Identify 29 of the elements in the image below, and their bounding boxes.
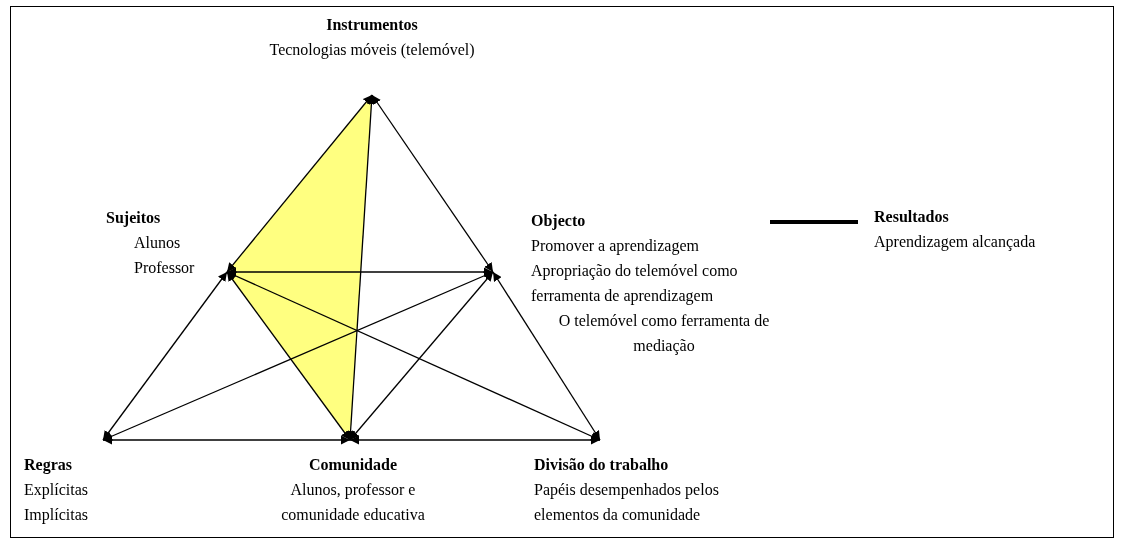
body-text: Alunos, professor e comunidade educativa: [280, 480, 426, 525]
double-arrow: [102, 271, 228, 441]
heading: Resultados: [874, 207, 950, 227]
double-arrow: [349, 271, 494, 441]
heading: Objecto: [531, 211, 587, 232]
connector-line: [770, 220, 858, 224]
double-arrow: [226, 271, 351, 441]
double-arrow: [102, 435, 351, 445]
heading: Comunidade: [308, 455, 398, 475]
body-text: Apropriação do telemóvel como ferramenta de aprendizagem: [531, 261, 739, 307]
body-text: Professor: [133, 258, 196, 278]
body-text: Implícitas: [24, 505, 89, 526]
double-arrow: [371, 94, 494, 273]
body-text: Papéis desempenhados pelos elementos da comunidade: [534, 480, 720, 525]
heading: Regras: [24, 455, 73, 476]
double-arrow: [349, 435, 601, 445]
heading: Instrumentos: [325, 15, 419, 35]
double-arrow: [346, 94, 376, 441]
body-text: Aprendizagem alcançada: [874, 232, 1037, 253]
heading: Sujeitos: [106, 208, 162, 229]
body-text: Promover a aprendizagem: [531, 236, 700, 257]
heading: Divisão do trabalho: [534, 455, 670, 475]
body-text: Tecnologias móveis (telemóvel): [268, 40, 476, 61]
double-arrow: [102, 271, 494, 441]
body-text: O telemóvel como ferramenta de mediação: [557, 311, 771, 357]
double-arrow: [226, 94, 373, 273]
double-arrow: [492, 271, 601, 441]
body-text: Alunos: [133, 233, 182, 253]
body-text: Explícitas: [24, 480, 89, 501]
